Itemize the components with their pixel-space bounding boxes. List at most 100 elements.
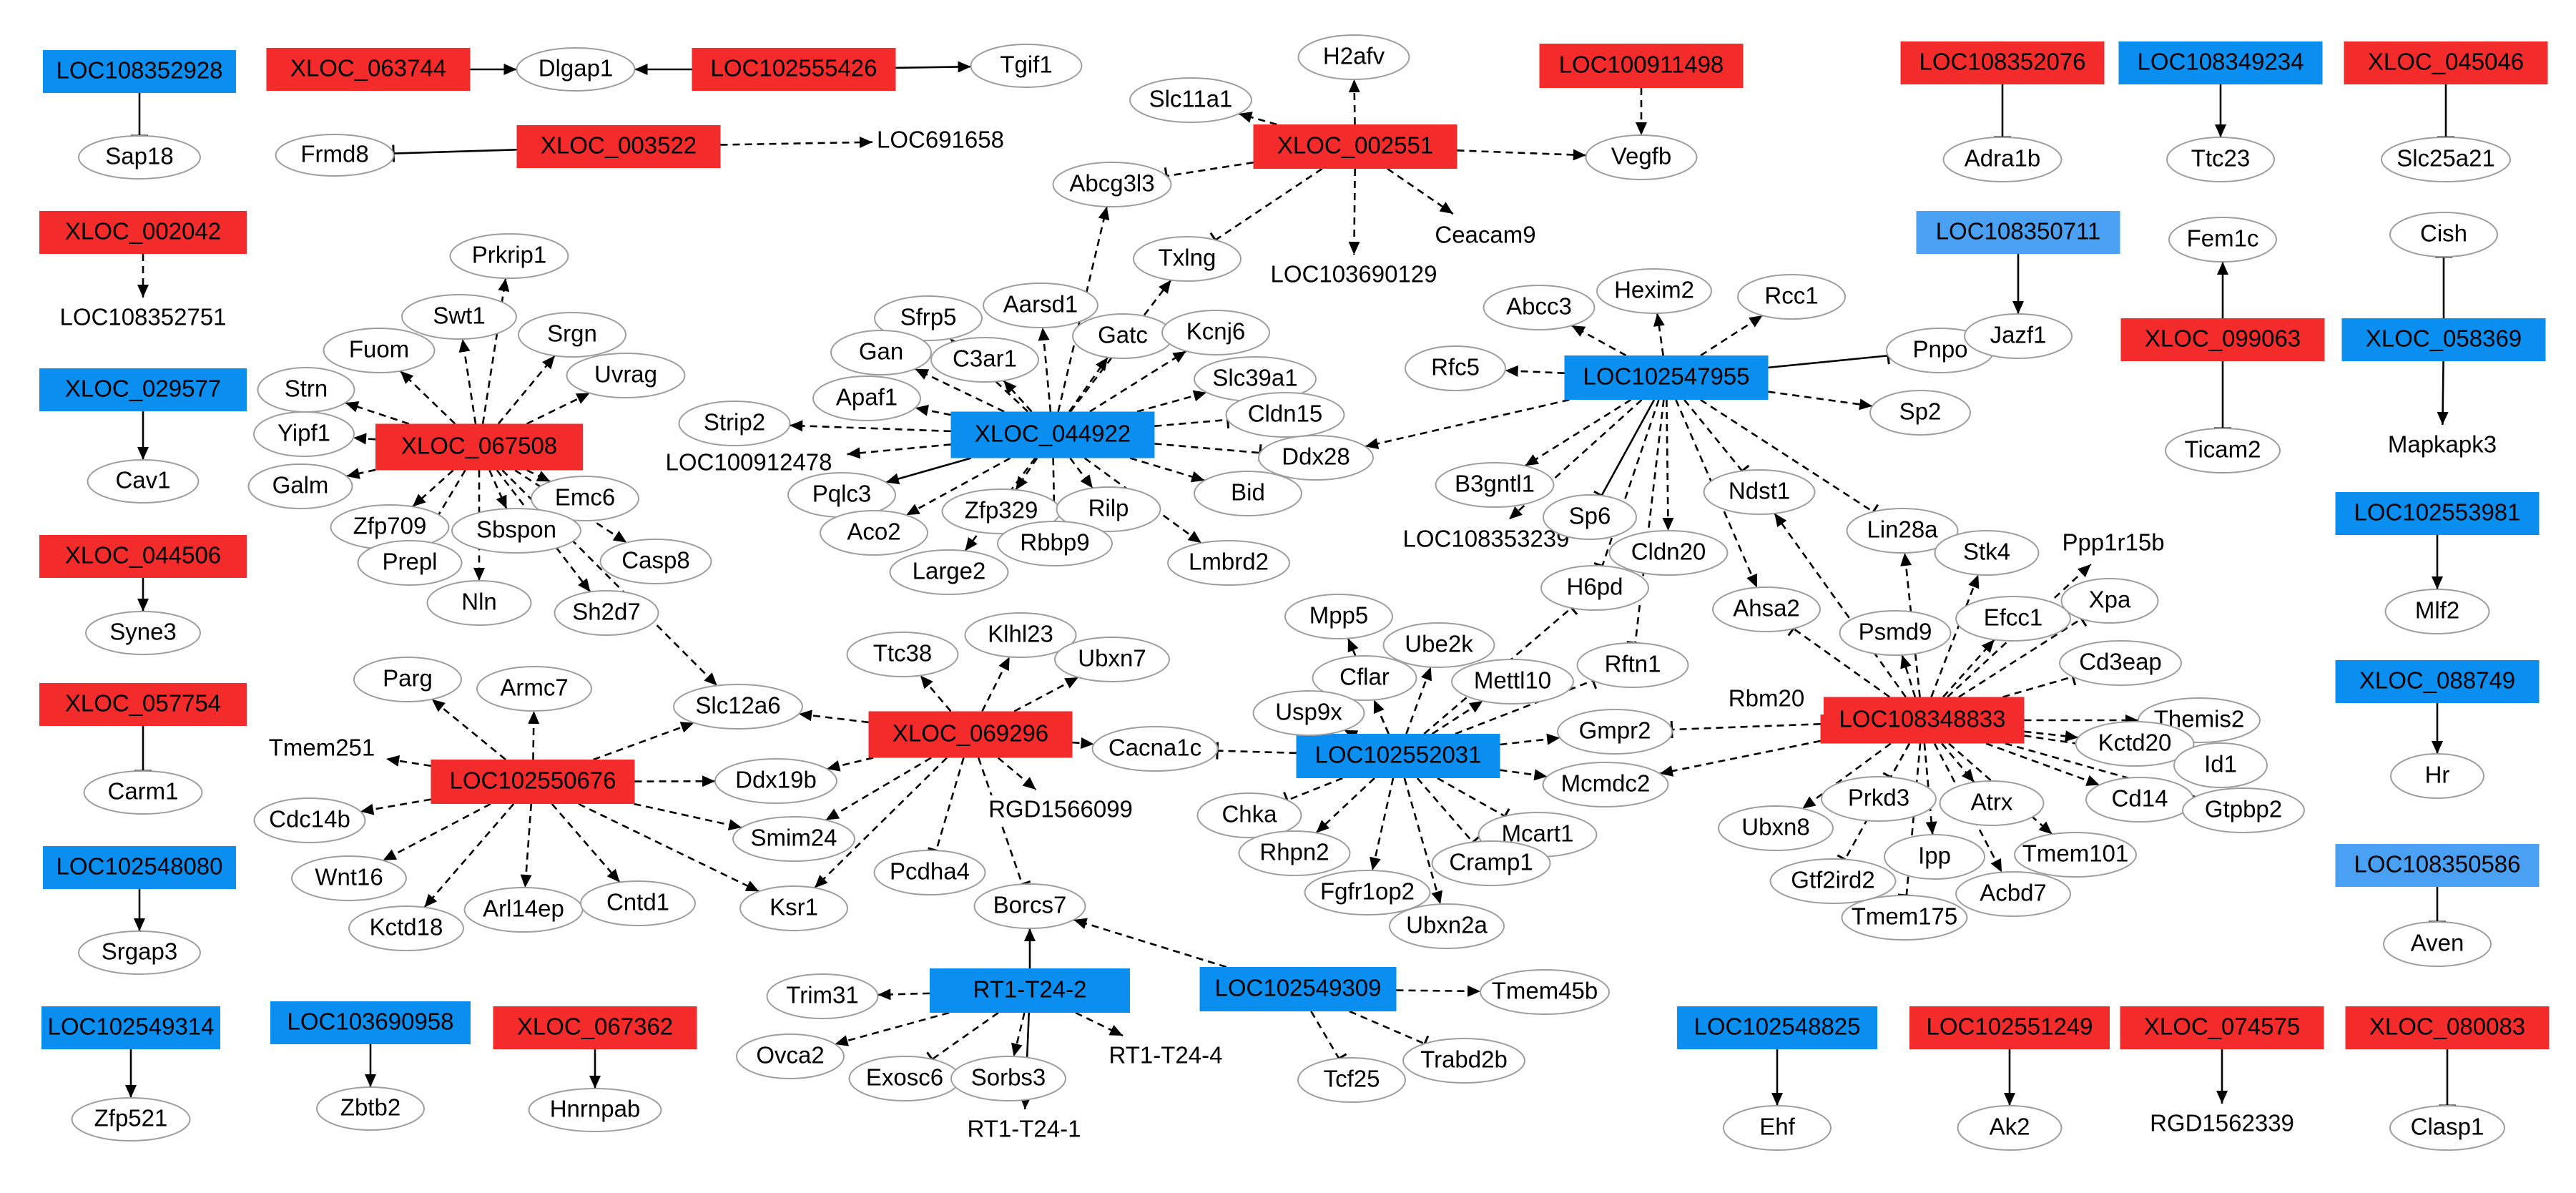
arrowhead-icon: [798, 710, 812, 722]
node-xloc-044922: XLOC_044922: [950, 411, 1155, 458]
node-pcdha4: Pcdha4: [873, 850, 986, 895]
node-label: LOC102549314: [47, 1013, 214, 1040]
node-label: Sorbs3: [971, 1064, 1046, 1091]
node-ellipse: [673, 684, 803, 730]
arrowhead-icon: [1774, 513, 1787, 528]
edge-xloc-044922-to-txlng: [1069, 279, 1172, 413]
node-ellipse: [1957, 1105, 2063, 1151]
node-label: Kcnj6: [1186, 318, 1246, 345]
node-label: LOC102550676: [449, 767, 616, 794]
node-label: Sap18: [105, 143, 173, 170]
node-loc103690958: LOC103690958: [270, 1001, 471, 1044]
node-galm: Galm: [247, 463, 353, 509]
node-loc108350711: LOC108350711: [1916, 211, 2120, 254]
label-backing: [1709, 684, 1824, 715]
node-syne3: Syne3: [85, 611, 201, 655]
node-box: [270, 1001, 471, 1044]
node-abcc3: Abcc3: [1483, 285, 1596, 330]
node-cacna1c: Cacna1c: [1091, 726, 1219, 772]
edge-xloc-088749-to-hr: [2432, 703, 2443, 754]
arrowhead-icon: [1571, 325, 1586, 337]
node-sbspon: Sbspon: [451, 508, 581, 554]
node-ahsa2: Ahsa2: [1712, 586, 1821, 632]
node-ovca2: Ovca2: [736, 1034, 845, 1079]
edge-loc108348833-to-stk4: [1930, 574, 1980, 697]
edge-line: [488, 469, 508, 509]
node-label: LOC103690129: [1270, 261, 1437, 288]
node-label: Ehf: [1759, 1114, 1795, 1140]
edge-loc102550676-to-ddx19b: [634, 775, 716, 787]
node-id1: Id1: [2173, 742, 2268, 788]
node-label: Mettl10: [1474, 667, 1551, 694]
node-cish: Cish: [2389, 212, 2498, 257]
edge-line: [1238, 112, 1277, 126]
node-xloc-002042: XLOC_002042: [39, 211, 247, 254]
node-ellipse: [846, 632, 959, 677]
node-label: Slc39a1: [1212, 365, 1297, 391]
node-box: [43, 50, 236, 93]
edge-line: [814, 757, 948, 889]
node-label: XLOC_058369: [2366, 325, 2522, 352]
edge-xloc-044922-to-abcg3l3: [1057, 206, 1110, 412]
node-ehf: Ehf: [1723, 1105, 1832, 1151]
edge-xloc-044922-to-lmbrd2: [1083, 457, 1202, 544]
node-label: Tmem175: [1852, 903, 1958, 930]
arrowhead-icon: [2012, 301, 2024, 314]
node-ellipse: [2075, 721, 2195, 767]
node-label: Hexim2: [1614, 277, 1694, 303]
node-adra1b: Adra1b: [1942, 137, 2063, 182]
arrowhead-icon: [1187, 531, 1201, 544]
node-ndst1: Ndst1: [1703, 469, 1816, 515]
edge-line: [1069, 279, 1172, 413]
node-h2afv: H2afv: [1297, 34, 1410, 80]
edge-xloc-044922-to-rilp: [1069, 457, 1093, 489]
node-xpa: Xpa: [2060, 578, 2159, 624]
node-cdc14b: Cdc14b: [253, 797, 366, 843]
node-label: Ttc38: [873, 640, 933, 667]
node-label: XLOC_057754: [65, 690, 221, 717]
node-psmd9: Psmd9: [1839, 610, 1952, 656]
node-rgd1566099: RGD1566099: [971, 795, 1150, 825]
edge-loc102548080-to-srgap3: [134, 889, 145, 931]
node-box: [431, 760, 635, 804]
arrowhead-icon: [1468, 701, 1483, 713]
edge-xloc-067508-to-srgn: [497, 355, 556, 425]
arrowhead-icon: [1546, 733, 1560, 745]
node-ellipse: [973, 883, 1086, 929]
edge-xloc-069296-to-klhl23: [981, 656, 1011, 712]
edge-line: [1154, 418, 1228, 428]
edge-loc102547955-to-sp2: [1768, 391, 1873, 411]
node-rhpn2: Rhpn2: [1238, 830, 1351, 876]
edge-xloc-044922-to-c3ar1: [1003, 380, 1033, 413]
node-ellipse: [2166, 137, 2275, 182]
node-box: [1564, 355, 1769, 400]
node-xloc-088749: XLOC_088749: [2335, 660, 2540, 703]
node-ellipse: [1703, 469, 1816, 515]
node-label: Usp9x: [1275, 699, 1342, 725]
node-label: LOC102553981: [2354, 499, 2520, 526]
arrowhead-icon: [1925, 821, 1937, 835]
node-label: Aco2: [847, 519, 900, 545]
arrowhead-icon: [1431, 890, 1442, 905]
edge-xloc-069296-to-rgd1566099: [997, 757, 1037, 790]
edge-line: [1015, 457, 1038, 491]
edge-xloc-003522-to-loc691658: [720, 137, 873, 149]
edge-line: [847, 443, 951, 456]
node-label: Ttc23: [2191, 145, 2251, 172]
edge-line: [382, 802, 491, 862]
node-ellipse: [1312, 655, 1417, 701]
arrowhead-icon: [1990, 858, 2002, 873]
node-label: LOC108349234: [2137, 49, 2304, 75]
arrowhead-icon: [859, 137, 872, 149]
node-xloc-067508: XLOC_067508: [375, 423, 583, 471]
edge-line: [1634, 399, 1665, 644]
node-label: Fgfr1op2: [1320, 878, 1415, 905]
node-ellipse: [830, 330, 932, 375]
node-ellipse: [2381, 137, 2511, 182]
node-ellipse: [1934, 530, 2040, 576]
node-aco2: Aco2: [820, 510, 928, 556]
edge-line: [1371, 777, 1395, 871]
node-rgd1562339: RGD1562339: [2133, 1109, 2311, 1139]
node-ellipse: [1955, 871, 2071, 917]
node-xloc-045046: XLOC_045046: [2344, 41, 2548, 84]
